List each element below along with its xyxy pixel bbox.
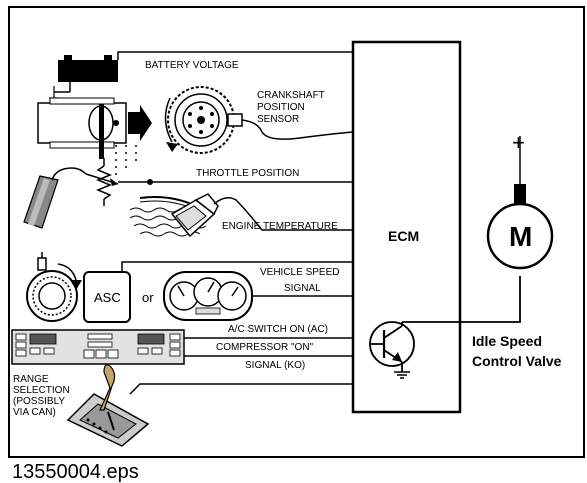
valve-label-2: Control Valve [472,353,562,369]
throttle-body-icon [37,97,152,159]
range-label-2: SELECTION [13,385,70,396]
compressor-label-2: SIGNAL (KO) [245,360,305,371]
throttle-potentiometer-icon [85,158,119,206]
crankshaft-sensor-icon [164,86,243,154]
motor-label: M [509,221,532,252]
range-label-1: RANGE [13,374,49,385]
crankshaft-label-3: SENSOR [257,114,299,125]
idle-valve-motor-icon: M [486,136,554,270]
range-label-3: (POSSIBLY [13,396,65,407]
wheel-speed-sensor-icon [26,252,82,322]
throttle-position-label: THROTTLE POSITION [196,168,299,179]
throttle-junction [147,179,153,185]
vehicle-speed-label-1: VEHICLE SPEED [260,267,339,278]
temperature-sensor-icon [129,193,219,238]
crankshaft-wire [241,119,354,140]
battery-icon [49,55,118,105]
vehicle-speed-wire [121,261,353,272]
engine-temperature-label: ENGINE TEMPERATURE [222,221,338,232]
asc-label: ASC [94,290,121,305]
instrument-cluster-icon [163,271,253,321]
ecm-label: ECM [388,228,419,244]
asc-box [83,271,131,323]
battery-wire [117,51,353,60]
plus-label: + [512,130,525,155]
battery-voltage-label: BATTERY VOLTAGE [145,60,239,71]
diagram-frame [8,6,585,458]
range-label-4: VIA CAN) [13,407,56,418]
compressor-label-1: COMPRESSOR "ON" [216,342,314,353]
vehicle-speed-label-2: SIGNAL [284,283,321,294]
file-name-label: 13550004.eps [12,461,139,483]
temperature-wire [213,197,353,231]
valve-label-1: Idle Speed [472,333,542,349]
transistor-icon [369,321,415,379]
ecm-box [351,40,462,414]
throttle-dotted-lines [115,145,137,178]
gear-selector-icon [66,364,150,447]
accelerator-pedal-icon [23,167,87,229]
range-selection-wire [129,383,353,395]
or-label: or [142,290,154,305]
crankshaft-label-2: POSITION [257,102,305,113]
ac-switch-label: A/C SWITCH ON (AC) [228,324,328,335]
valve-control-wire [402,276,521,323]
climate-control-panel-icon [11,329,185,365]
crankshaft-label-1: CRANKSHAFT [257,90,325,101]
